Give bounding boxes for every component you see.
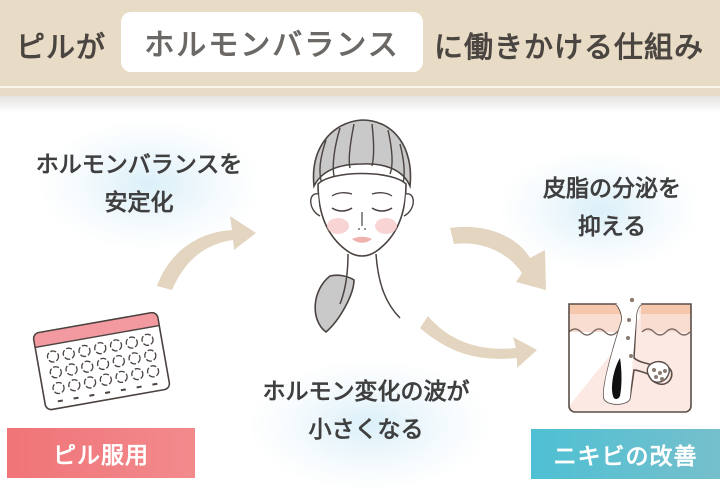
caption-glow-left	[40, 120, 260, 250]
caption-line: 安定化	[104, 189, 174, 216]
acne-improvement-label-text: ニキビの改善	[553, 443, 698, 470]
title-prefix: ピルが	[16, 30, 107, 64]
pill-intake-label-text: ピル服用	[53, 442, 149, 469]
caption-line: 皮脂の分泌を	[543, 175, 681, 202]
arrow-face-to-skin-upper	[450, 226, 546, 290]
caption-stabilize-hormones: ホルモンバランスを 安定化	[4, 146, 274, 222]
caption-line: 抑える	[577, 213, 647, 240]
header-band	[0, 88, 720, 96]
header-divider	[0, 86, 720, 88]
caption-line: 小さくなる	[308, 416, 424, 443]
arrow-pill-to-face	[157, 216, 256, 290]
pill-intake-label: ピル服用	[7, 428, 195, 478]
caption-suppress-sebum: 皮脂の分泌を 抑える	[507, 170, 717, 246]
title-suffix: に働きかける仕組み	[434, 30, 705, 64]
arrow-face-to-skin-lower	[420, 316, 537, 368]
pill-pack-icon	[32, 311, 171, 411]
caption-smaller-hormone-waves: ホルモン変化の波が 小さくなる	[224, 373, 508, 449]
caption-glow-bottom	[250, 360, 490, 490]
title-keyword: ホルモンバランス	[144, 28, 400, 63]
caption-glow-right	[500, 150, 700, 270]
skin-pore-sebum-icon	[568, 297, 692, 413]
acne-improvement-label: ニキビの改善	[531, 429, 720, 479]
caption-line: ホルモン変化の波が	[262, 378, 470, 405]
title-keyword-box: ホルモンバランス	[121, 12, 423, 72]
header-shadow	[0, 96, 720, 112]
woman-face-illustration	[310, 119, 414, 334]
header-banner: ピルが ホルモンバランス に働きかける仕組み	[0, 0, 720, 86]
caption-line: ホルモンバランスを	[35, 151, 243, 178]
